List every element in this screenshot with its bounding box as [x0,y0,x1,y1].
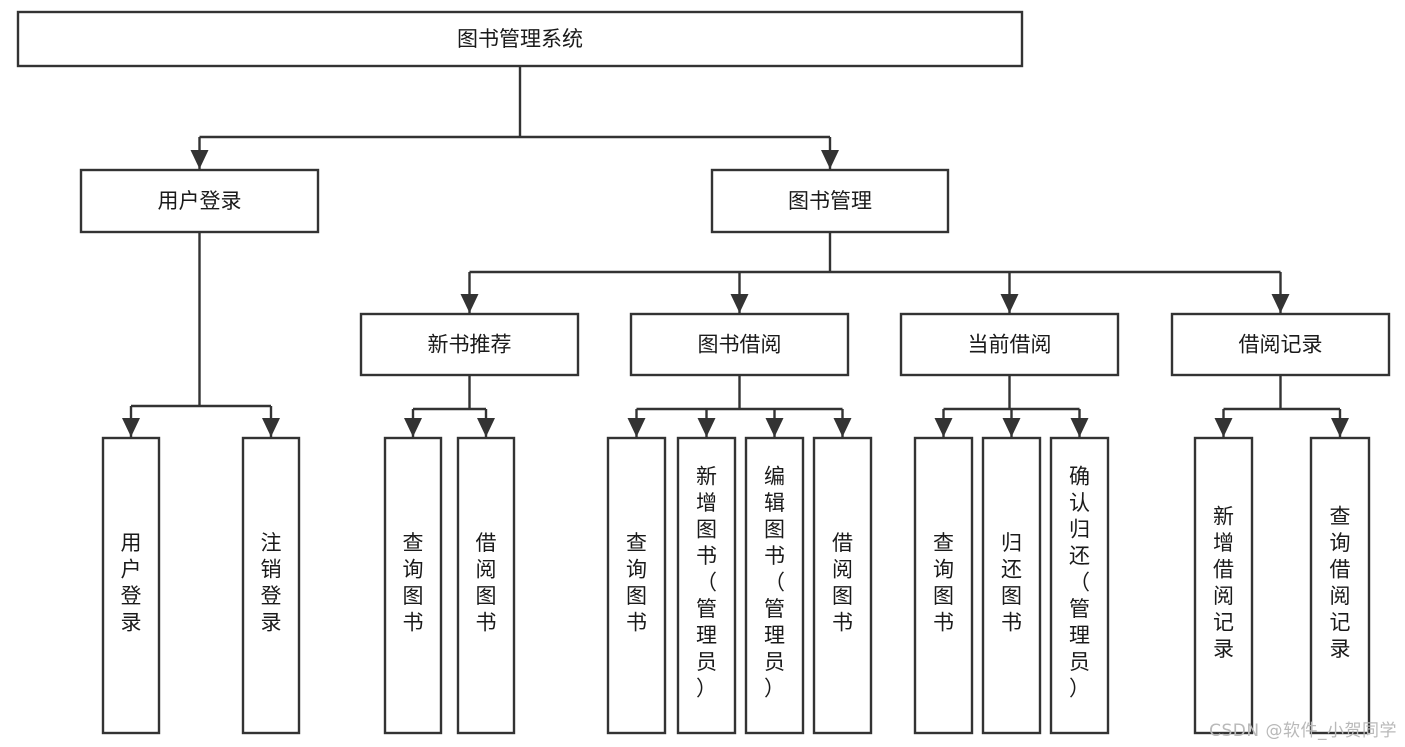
arrow-head-icon [730,294,749,313]
node-book-manage[interactable]: 图书管理 [710,168,950,234]
node-leaf-query-book-3[interactable]: 查询图书 [913,436,974,735]
node-root[interactable]: 图书管理系统 [16,10,1024,68]
node-box[interactable] [241,436,301,735]
node-book-borrow[interactable]: 图书借阅 [629,312,850,377]
node-label: 借阅图书 [476,531,497,635]
node-leaf-borrow-book-2[interactable]: 借阅图书 [812,436,873,735]
arrow-head-icon [477,418,495,437]
node-box[interactable] [456,436,516,735]
node-new-book-recommend[interactable]: 新书推荐 [359,312,580,377]
node-label: 当前借阅 [968,333,1052,357]
node-label: 用户登录 [158,189,242,213]
node-leaf-add-record[interactable]: 新增借阅记录 [1193,436,1254,735]
node-box[interactable] [383,436,443,735]
arrow-head-icon [122,418,140,437]
node-box[interactable] [710,168,950,234]
arrow-head-icon [627,418,646,437]
node-leaf-add-book[interactable]: 新增图书（管理员） [676,436,737,735]
node-leaf-user-logout[interactable]: 注销登录 [241,436,301,735]
arrow-head-icon [190,150,209,169]
node-box[interactable] [812,436,873,735]
arrow-head-icon [1214,418,1233,437]
node-box[interactable] [606,436,667,735]
node-borrow-record[interactable]: 借阅记录 [1170,312,1391,377]
node-box[interactable] [629,312,850,377]
node-box[interactable] [1193,436,1254,735]
arrow-head-icon [1002,418,1021,437]
node-box[interactable] [359,312,580,377]
node-leaf-borrow-book-1[interactable]: 借阅图书 [456,436,516,735]
csdn-watermark: CSDN @软件_小贺同学 [1209,721,1397,741]
arrow-head-icon [460,294,479,313]
node-label: 查询图书 [626,531,647,635]
node-box[interactable] [899,312,1120,377]
arrow-head-icon [697,418,716,437]
node-label: 注销登录 [261,531,282,635]
arrow-head-icon [262,418,280,437]
node-label: 新书推荐 [428,333,512,357]
node-leaf-user-login[interactable]: 用户登录 [101,436,161,735]
node-label: 查询图书 [403,531,424,635]
node-box[interactable] [16,10,1024,68]
node-label: 图书借阅 [698,333,782,357]
node-box[interactable] [676,436,737,735]
arrow-head-icon [1331,418,1349,437]
node-label: 查询借阅记录 [1330,504,1351,661]
node-box[interactable] [744,436,805,735]
node-leaf-return-book[interactable]: 归还图书 [981,436,1042,735]
connector-layer [122,66,1349,437]
arrow-head-icon [833,418,852,437]
node-leaf-edit-book[interactable]: 编辑图书（管理员） [744,436,805,735]
node-box[interactable] [1309,436,1371,735]
node-label: 归还图书 [1001,531,1022,635]
node-box[interactable] [1170,312,1391,377]
node-label: 借阅记录 [1239,333,1323,357]
arrow-head-icon [934,418,953,437]
node-label: 用户登录 [121,531,142,635]
node-label: 编辑图书（管理员） [764,465,785,701]
node-label: 新增图书（管理员） [696,465,717,701]
node-label: 新增借阅记录 [1213,504,1234,661]
node-leaf-confirm-return[interactable]: 确认归还（管理员） [1049,436,1110,735]
node-label: 图书管理 [788,189,872,213]
arrow-head-icon [404,418,422,437]
node-label: 查询图书 [933,531,954,635]
arrow-head-icon [821,150,839,169]
node-box[interactable] [101,436,161,735]
arrow-head-icon [1070,418,1089,437]
arrow-head-icon [765,418,784,437]
node-box[interactable] [913,436,974,735]
arrow-head-icon [1271,294,1290,313]
node-layer: 图书管理系统用户登录图书管理新书推荐图书借阅当前借阅借阅记录用户登录注销登录查询… [16,10,1391,735]
node-leaf-query-book-2[interactable]: 查询图书 [606,436,667,735]
node-label: 确认归还（管理员） [1069,465,1090,701]
node-label: 图书管理系统 [457,27,583,51]
node-user-login[interactable]: 用户登录 [79,168,320,234]
node-label: 借阅图书 [832,531,853,635]
arrow-head-icon [1000,294,1019,313]
node-leaf-query-book-1[interactable]: 查询图书 [383,436,443,735]
node-box[interactable] [981,436,1042,735]
node-leaf-query-record[interactable]: 查询借阅记录 [1309,436,1371,735]
node-current-borrow[interactable]: 当前借阅 [899,312,1120,377]
node-box[interactable] [1049,436,1110,735]
node-box[interactable] [79,168,320,234]
